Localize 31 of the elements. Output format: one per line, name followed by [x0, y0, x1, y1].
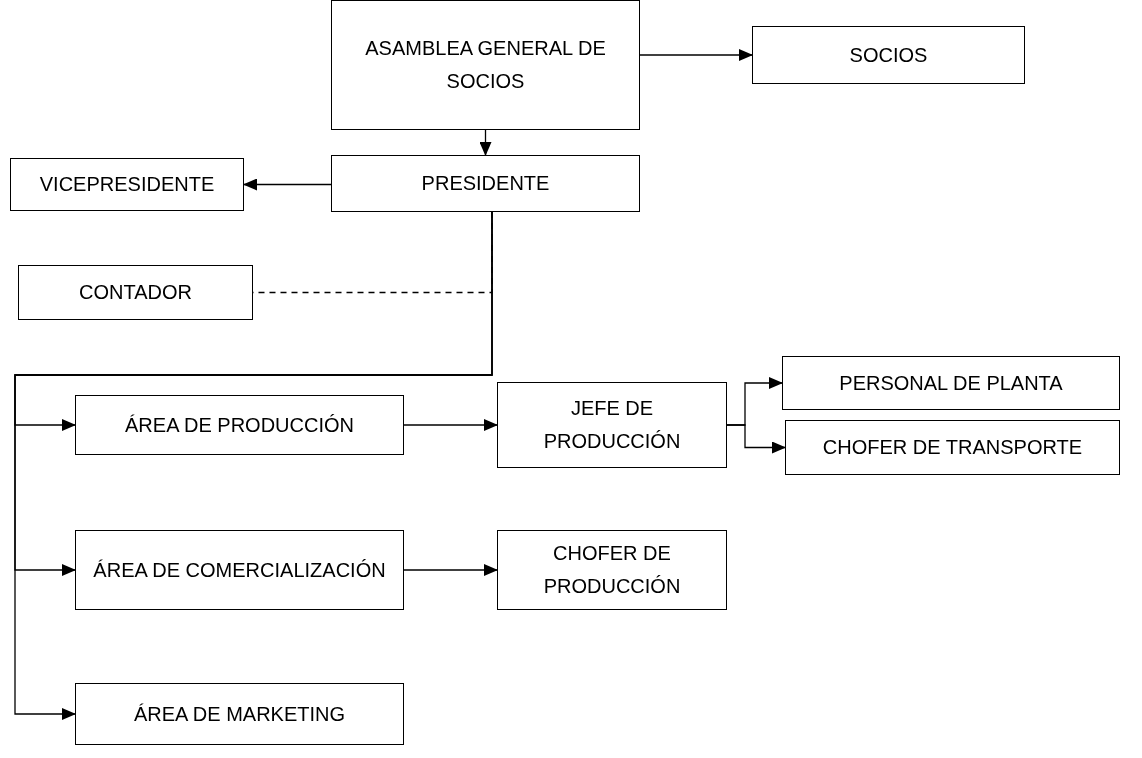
- arrow: [639, 49, 753, 61]
- org-box: [331, 0, 640, 130]
- arrow: [726, 424, 786, 454]
- org-box: [497, 382, 727, 468]
- arrow: [479, 129, 492, 156]
- box-label: CHOFER DE PRODUCCIÓN: [542, 541, 682, 599]
- org-box: [10, 158, 244, 211]
- box-label: PERSONAL DE PLANTA: [839, 370, 1063, 396]
- org-box: [782, 356, 1120, 410]
- arrow: [403, 564, 498, 576]
- arrow: [14, 211, 493, 720]
- arrow: [243, 178, 332, 191]
- arrow: [403, 419, 498, 431]
- box-label: SOCIOS: [849, 42, 928, 68]
- box-label: PRESIDENTE: [421, 171, 550, 196]
- org-box: [785, 420, 1120, 475]
- box-label: ÁREA DE COMERCIALIZACIÓN: [93, 557, 386, 583]
- box-label: ÁREA DE MARKETING: [133, 701, 346, 727]
- box-label: ÁREA DE PRODUCCIÓN: [125, 412, 354, 438]
- org-box: [75, 530, 404, 610]
- org-box: [331, 155, 640, 212]
- org-box: [75, 395, 404, 455]
- box-label: JEFE DE PRODUCCIÓN: [542, 396, 682, 454]
- box-label: CHOFER DE TRANSPORTE: [822, 435, 1083, 460]
- box-label: VICEPRESIDENTE: [39, 172, 215, 197]
- org-box: [497, 530, 727, 610]
- box-label: CONTADOR: [79, 280, 192, 305]
- org-box: [18, 265, 253, 320]
- org-box: [75, 683, 404, 745]
- box-label: ASAMBLEA GENERAL DE SOCIOS: [364, 36, 607, 94]
- org-box: [752, 26, 1025, 84]
